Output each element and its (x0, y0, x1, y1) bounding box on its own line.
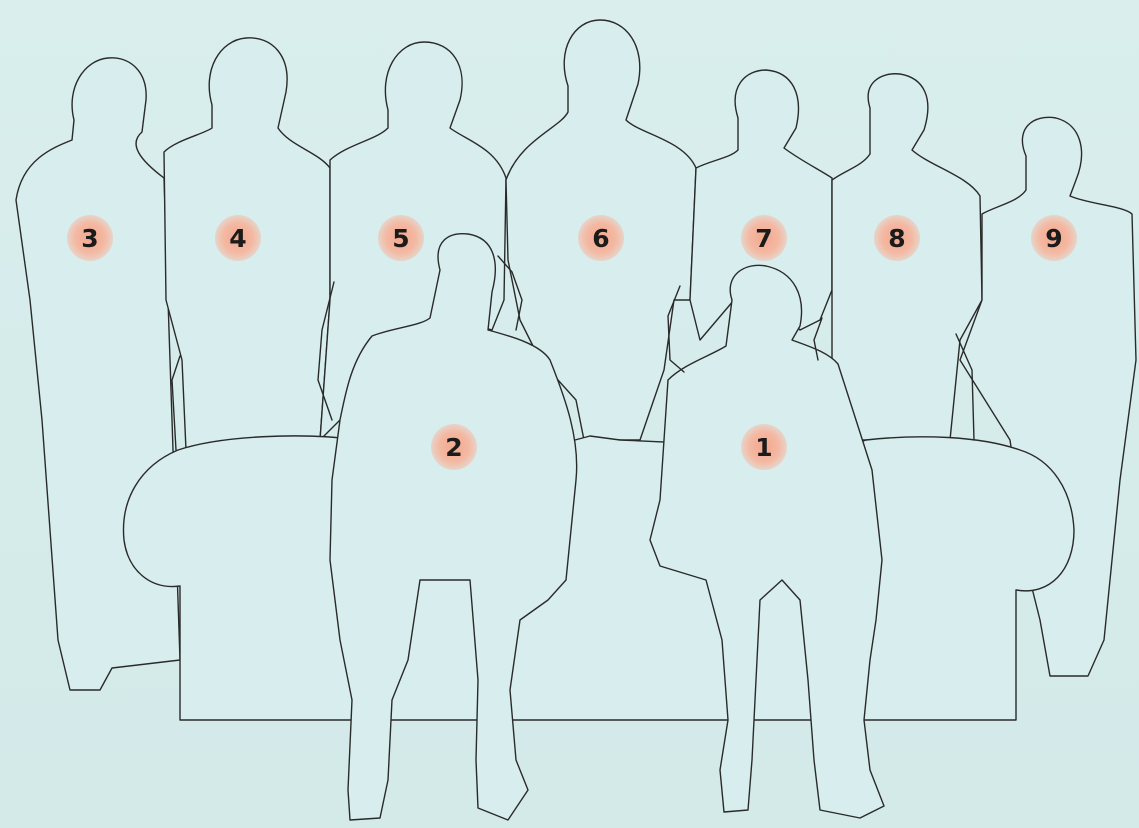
marker-8: 8 (874, 215, 920, 261)
person-3-outline (16, 58, 180, 690)
marker-4: 4 (215, 215, 261, 261)
marker-9: 9 (1031, 215, 1077, 261)
marker-2: 2 (431, 424, 477, 470)
marker-1: 1 (741, 424, 787, 470)
marker-3: 3 (67, 215, 113, 261)
sofa-outline (123, 436, 1074, 720)
marker-5: 5 (378, 215, 424, 261)
marker-6: 6 (578, 215, 624, 261)
marker-7: 7 (741, 215, 787, 261)
